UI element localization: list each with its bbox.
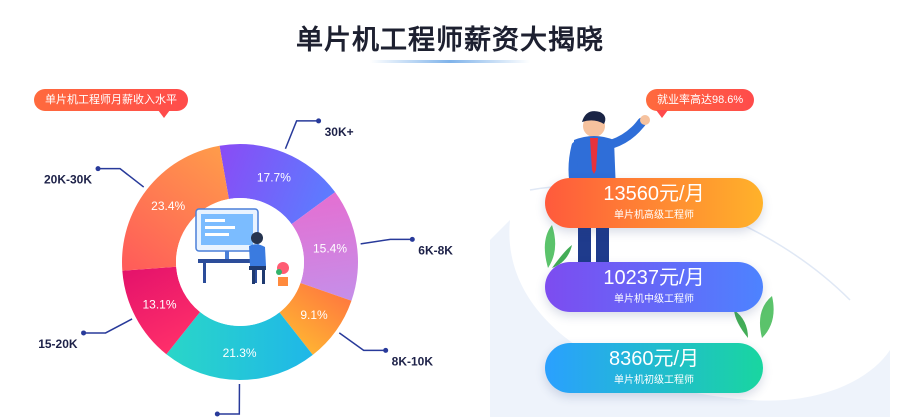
slice-percent-8k-10k: 9.1% (300, 308, 328, 322)
senior-salary-amount: 13560元/月 (603, 183, 705, 205)
slice-30kplus (219, 144, 336, 225)
salary-donut-chart: 17.7% 15.4% 9.1% 21.3% 13.1% 23.4% 30K+ 6K-8K 8… (38, 118, 453, 417)
legend-label-15-20k: 15-20K (38, 337, 78, 351)
leader-dot-30kplus (316, 118, 322, 124)
salary-level-bubble: 单片机工程师月薪收入水平 (34, 89, 188, 118)
junior-salary-amount: 8360元/月 (608, 348, 700, 370)
slice-percent-20k-30k: 23.4% (151, 199, 185, 213)
mid-salary-amount: 10237元/月 (603, 267, 705, 289)
leader-dot-15-20k (81, 330, 87, 336)
leader-dot-8k-10k (383, 347, 389, 353)
slice-percent-15-20k: 13.1% (143, 297, 177, 311)
slice-20k-30k (122, 145, 229, 271)
legend-label-6k-8k: 6K-8K (418, 243, 453, 257)
junior-engineer-salary-card: 8360元/月 单片机初级工程师 (545, 343, 763, 393)
legend-label-20k-30k: 20K-30K (44, 173, 92, 187)
leader-dot-20k-30k (95, 166, 101, 172)
leader-line-8k-10k (338, 332, 386, 352)
leader-line-20k-30k (98, 167, 145, 188)
leader-dot-6k-8k (409, 236, 415, 242)
mid-engineer-salary-card: 10237元/月 单片机中级工程师 (545, 262, 763, 312)
slice-6k-8k (291, 192, 358, 301)
leader-dot-10-15k (214, 411, 220, 417)
slice-percent-6k-8k: 15.4% (313, 241, 347, 255)
slice-percent-10-15k: 21.3% (223, 346, 257, 360)
leader-line-10-15k (217, 383, 241, 415)
slice-percent-30kplus: 17.7% (257, 171, 291, 185)
leader-line-15-20k (83, 318, 133, 334)
senior-engineer-salary-card: 13560元/月 单片机高级工程师 (545, 178, 763, 228)
title-underline (370, 60, 530, 63)
employment-rate-bubble: 就业率高达98.6% (646, 89, 755, 118)
legend-label-8k-10k: 8K-10K (392, 354, 434, 368)
slice-15-20k (122, 266, 201, 355)
leaf-icon (544, 225, 774, 338)
slice-10-15k (166, 312, 313, 380)
desk-computer-worker-icon (195, 208, 289, 286)
mid-role-label: 单片机中级工程师 (614, 294, 694, 305)
slice-8k-10k (279, 283, 352, 355)
leader-line-6k-8k (360, 238, 413, 245)
junior-role-label: 单片机初级工程师 (614, 375, 694, 386)
page-title: 单片机工程师薪资大揭晓 (296, 25, 604, 55)
legend-label-30kplus: 30K+ (325, 125, 354, 139)
senior-role-label: 单片机高级工程师 (614, 210, 694, 221)
leader-line-30kplus (284, 120, 319, 150)
